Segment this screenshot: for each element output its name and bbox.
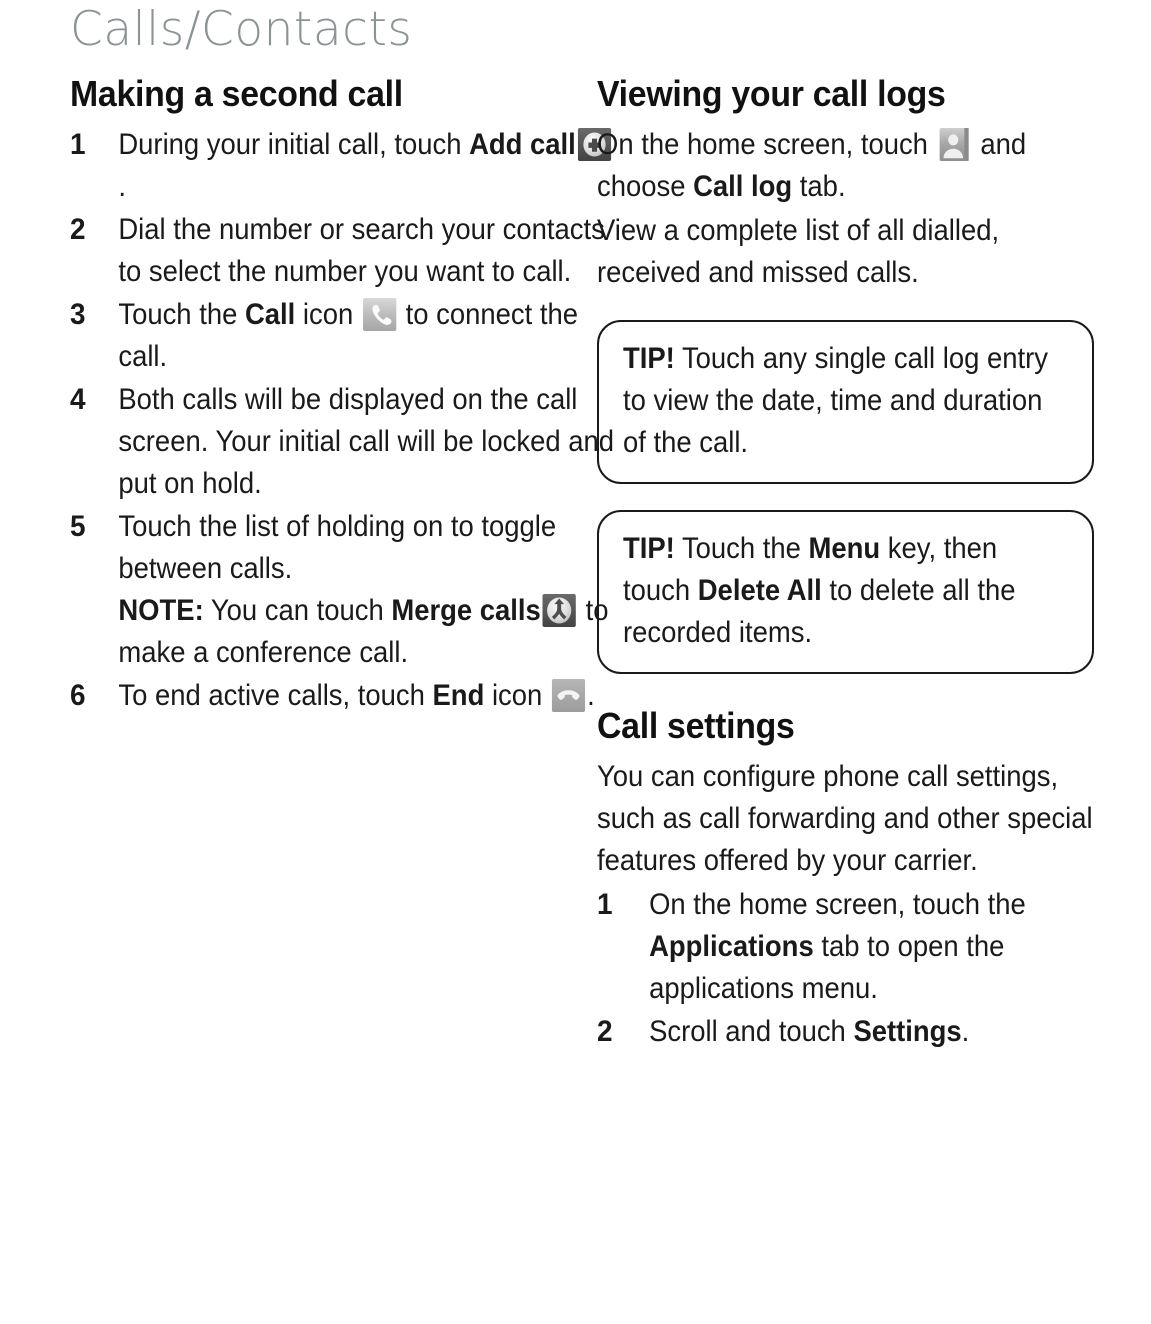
tip-text: TIP! Touch any single call log entry to … bbox=[623, 342, 1048, 459]
list-item: 2 Dial the number or search your contact… bbox=[70, 209, 618, 293]
step-number: 1 bbox=[70, 128, 86, 161]
step-number: 4 bbox=[70, 383, 86, 416]
right-column: Viewing your call logs On the home scree… bbox=[597, 72, 1094, 1054]
step-text: During your initial call, touch Add call… bbox=[118, 128, 613, 203]
tip-box-call-log: TIP! Touch any single call log entry to … bbox=[597, 320, 1094, 484]
step-text: To end active calls, touch End icon . bbox=[118, 679, 595, 712]
list-item: 2 Scroll and touch Settings. bbox=[597, 1011, 1146, 1053]
step-number: 2 bbox=[70, 213, 86, 246]
tip-text: TIP! Touch the Menu key, then touch Dele… bbox=[623, 532, 1016, 649]
step-text: Dial the number or search your contacts … bbox=[118, 213, 605, 288]
step-text: On the home screen, touch the Applicatio… bbox=[649, 888, 1026, 1005]
tip-box-delete-all: TIP! Touch the Menu key, then touch Dele… bbox=[597, 510, 1094, 674]
list-item: 6 To end active calls, touch End icon . bbox=[70, 675, 618, 717]
call-log-intro: On the home screen, touch and choose Cal… bbox=[597, 128, 1027, 203]
note-label: NOTE: bbox=[118, 594, 204, 627]
making-second-call-steps: 1 During your initial call, touch Add ca… bbox=[70, 124, 614, 717]
section-heading-call-settings: Call settings bbox=[597, 705, 795, 746]
left-column: Making a second call 1 During your initi… bbox=[70, 72, 614, 718]
step-text: Touch the Call icon to connect the call. bbox=[118, 298, 579, 373]
tip-label: TIP! bbox=[623, 532, 675, 565]
call-settings-steps: 1 On the home screen, touch the Applicat… bbox=[597, 884, 1094, 1053]
step-text: Both calls will be displayed on the call… bbox=[118, 383, 615, 500]
step-number: 5 bbox=[70, 510, 86, 543]
merge-calls-icon bbox=[542, 594, 577, 627]
section-heading-viewing-your-call-logs: Viewing your call logs bbox=[597, 73, 946, 114]
tip-label: TIP! bbox=[623, 342, 675, 375]
add-call-icon bbox=[577, 128, 612, 161]
list-item: 4 Both calls will be displayed on the ca… bbox=[70, 379, 618, 505]
list-item: 5 Touch the list of holding on to toggle… bbox=[70, 506, 618, 674]
list-item: 3 Touch the Call icon to connect the cal… bbox=[70, 294, 618, 378]
step-text: Scroll and touch Settings. bbox=[649, 1015, 970, 1048]
section-heading-making-a-second-call: Making a second call bbox=[70, 73, 403, 114]
step-number: 2 bbox=[597, 1015, 613, 1048]
call-settings-intro: You can configure phone call settings, s… bbox=[597, 760, 1093, 877]
step-number: 6 bbox=[70, 679, 86, 712]
contacts-icon bbox=[937, 128, 970, 161]
page-title: Calls/Contacts bbox=[70, 2, 413, 57]
call-log-description: View a complete list of all dialled, rec… bbox=[597, 214, 1000, 289]
step-number: 1 bbox=[597, 888, 613, 921]
end-call-icon bbox=[551, 679, 586, 712]
call-icon bbox=[362, 298, 397, 331]
list-item: 1 On the home screen, touch the Applicat… bbox=[597, 884, 1146, 1010]
step-number: 3 bbox=[70, 298, 86, 331]
step-text: Touch the list of holding on to toggle b… bbox=[118, 510, 609, 669]
list-item: 1 During your initial call, touch Add ca… bbox=[70, 124, 618, 208]
